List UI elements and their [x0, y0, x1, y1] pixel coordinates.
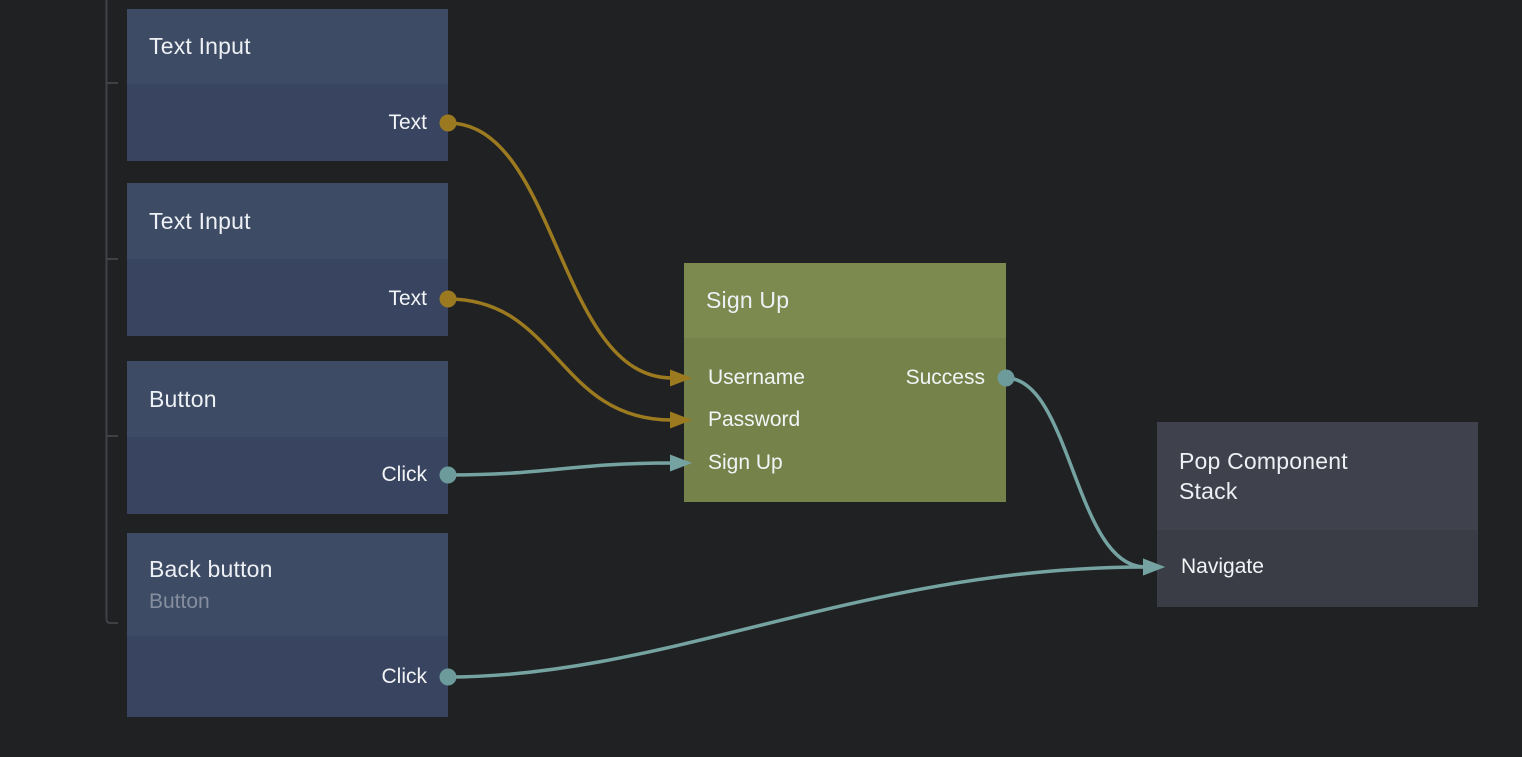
node-body [127, 84, 448, 161]
output-port-text-input-1-text[interactable]: Text [388, 111, 427, 134]
connection-backclick-to-navigate[interactable] [446, 565, 1147, 679]
output-socket-button-click[interactable] [439, 466, 457, 484]
connection-success-to-navigate[interactable] [1004, 376, 1147, 569]
input-port-sign-up-username[interactable]: Username [708, 366, 805, 389]
input-port-pop-component-stack-navigate[interactable]: Navigate [1181, 555, 1264, 578]
node-title: Back button [149, 556, 273, 583]
output-socket-text-input-2-text[interactable] [439, 290, 457, 308]
output-socket-text-input-1-text[interactable] [439, 114, 457, 132]
node-body [684, 338, 1006, 502]
node-title: Text Input [149, 207, 251, 234]
node-title: Text Input [149, 33, 251, 60]
output-port-text-input-2-text[interactable]: Text [388, 287, 427, 310]
node-title: Button [149, 385, 217, 412]
input-port-sign-up-sign-up[interactable]: Sign Up [708, 451, 783, 474]
output-socket-back-button-click[interactable] [439, 668, 457, 686]
input-port-sign-up-password[interactable]: Password [708, 408, 801, 431]
node-body [127, 259, 448, 336]
output-port-button-click[interactable]: Click [381, 463, 428, 486]
output-port-back-button-click[interactable]: Click [381, 665, 428, 688]
node-header: Text Input [127, 9, 448, 84]
node-subtitle: Button [149, 590, 210, 614]
connection-text2-to-password[interactable] [446, 297, 674, 422]
node-body [1157, 530, 1478, 607]
node-body [127, 437, 448, 514]
connection-text1-to-username[interactable] [446, 121, 674, 380]
node-title: Pop Component Stack [1179, 447, 1348, 504]
node-header: Text Input [127, 183, 448, 259]
output-socket-sign-up-success[interactable] [997, 369, 1015, 387]
node-header: Pop Component Stack [1157, 422, 1478, 530]
connection-click-to-signup[interactable] [446, 461, 674, 477]
node-header: Button [127, 361, 448, 437]
node-header: Sign Up [684, 263, 1006, 338]
node-title: Sign Up [706, 287, 790, 314]
node-body [127, 636, 448, 717]
output-port-sign-up-success[interactable]: Success [905, 366, 985, 389]
